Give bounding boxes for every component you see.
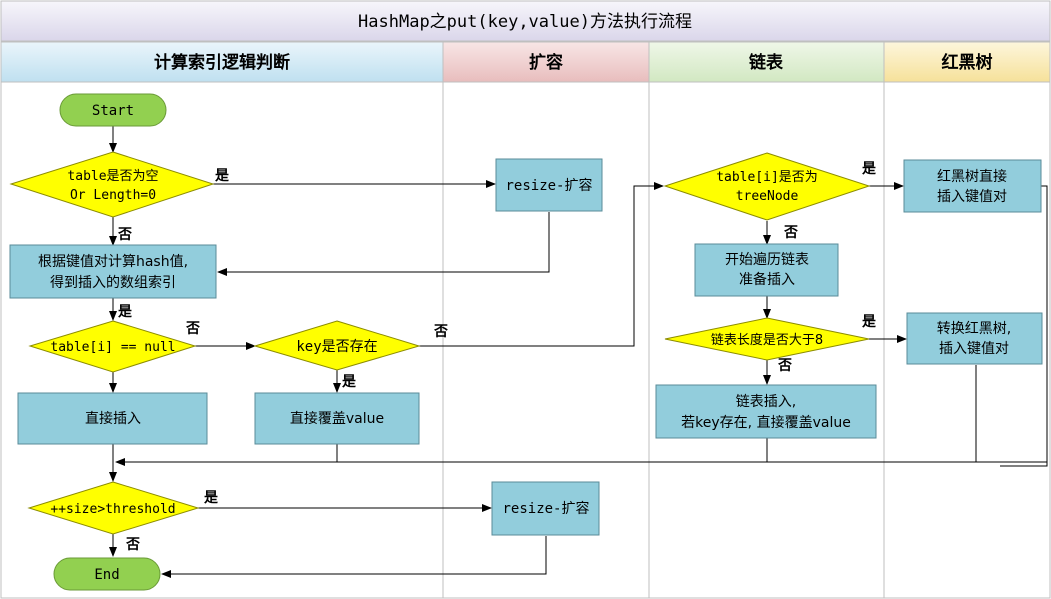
decision-is-tree-node	[663, 152, 871, 221]
process-overwrite-value	[254, 392, 420, 445]
process-traverse-list-line1: 开始遍历链表	[725, 252, 809, 268]
edge-label-no: 否	[125, 537, 140, 553]
process-resize-2	[491, 481, 600, 536]
diagram-title: HashMap之put(key,value)方法执行流程	[358, 12, 692, 32]
col-title-resize: 扩容	[529, 52, 563, 73]
process-resize-1	[495, 158, 603, 212]
col-title-rbtree: 红黑树	[942, 52, 993, 73]
process-rb-insert-line1: 红黑树直接	[937, 168, 1007, 185]
edge-label-yes: 是	[342, 374, 357, 390]
decision-size-threshold	[27, 481, 200, 535]
process-insert-direct-label: 直接插入	[85, 410, 141, 427]
decision-is-tree-node-line1: table[i]是否为	[716, 170, 818, 185]
col-title-index: 计算索引逻辑判断	[154, 52, 290, 73]
process-resize-2-label: resize-扩容	[502, 500, 589, 517]
edge-label-yes: 是	[215, 168, 230, 184]
process-resize-1-label: resize-扩容	[505, 177, 592, 194]
decision-key-exists	[253, 320, 421, 371]
decision-table-empty	[9, 151, 215, 218]
end-label: End	[94, 567, 119, 583]
process-traverse-list	[694, 243, 839, 297]
edge-label-no: 否	[117, 227, 132, 243]
start-label: Start	[92, 103, 134, 119]
process-convert-rb	[906, 312, 1043, 365]
process-list-insert-line1: 链表插入,	[736, 394, 796, 410]
edge-label-yes: 是	[862, 161, 877, 177]
col-header-index	[0, 41, 444, 83]
col-header-resize	[442, 41, 650, 83]
decision-key-exists-label: key是否存在	[296, 339, 377, 355]
edge-label-no: 否	[185, 321, 200, 337]
edge-label-no: 否	[783, 225, 798, 241]
process-list-insert-line2: 若key存在, 直接覆盖value	[681, 414, 851, 431]
process-rb-insert	[903, 159, 1042, 213]
process-list-insert	[655, 384, 877, 439]
decision-table-empty-line2: Or Length=0	[70, 188, 156, 203]
title-bar	[0, 0, 1051, 42]
col-header-linked	[648, 41, 885, 83]
decision-list-length	[664, 317, 870, 361]
decision-table-i-null-label: table[i] == null	[50, 340, 175, 355]
decision-table-empty-line1: table是否为空	[67, 169, 158, 184]
process-compute-index-line1: 根据键值对计算hash值,	[38, 254, 188, 270]
start-terminal	[59, 93, 167, 127]
process-convert-rb-line1: 转换红黑树,	[937, 320, 1011, 337]
col-title-linked: 链表	[749, 52, 784, 73]
process-rb-insert-line2: 插入键值对	[937, 189, 1007, 205]
process-compute-index-line2: 得到插入的数组索引	[50, 274, 176, 291]
end-terminal	[53, 557, 161, 591]
process-traverse-list-line2: 准备插入	[739, 271, 795, 288]
edge-label-yes: 是	[862, 314, 877, 330]
process-compute-index	[9, 244, 217, 299]
decision-list-length-label: 链表长度是否大于8	[711, 332, 823, 348]
edge-label-yes: 是	[204, 490, 219, 506]
edge-labels: 是 否 是 否 是 否 是 否 是 否 是 否	[117, 161, 877, 553]
edge-label-yes: 是	[118, 304, 133, 320]
decision-size-threshold-label: ++size>threshold	[50, 502, 175, 517]
edge-label-no: 否	[777, 358, 792, 374]
decision-table-i-null	[28, 320, 197, 373]
process-insert-direct	[17, 392, 208, 445]
process-overwrite-value-label: 直接覆盖value	[290, 410, 384, 427]
col-header-rbtree	[883, 41, 1051, 83]
process-convert-rb-line2: 插入键值对	[939, 341, 1009, 357]
decision-is-tree-node-line2: treeNode	[736, 189, 799, 204]
connectors	[109, 126, 1048, 578]
edge-label-no: 否	[433, 324, 448, 340]
